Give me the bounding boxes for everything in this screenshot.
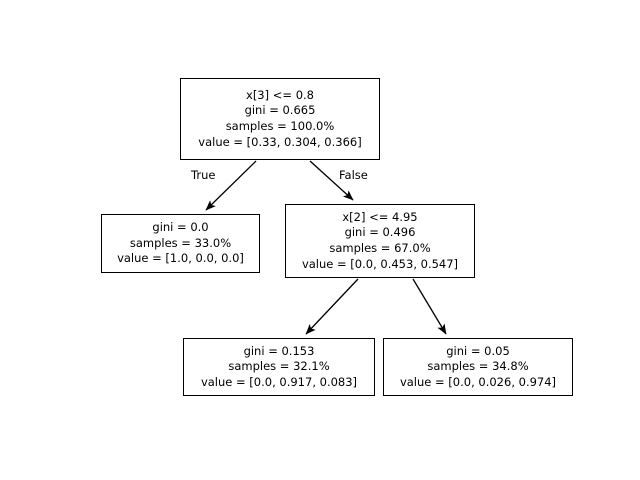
tree-node-root[interactable]: x[3] <= 0.8 gini = 0.665 samples = 100.0…: [180, 78, 380, 160]
edge-right-to-right-right: [412, 278, 447, 335]
edge-root-to-right: [309, 160, 354, 201]
edge-label-true: True: [191, 168, 216, 182]
node-condition: x[2] <= 4.95: [342, 209, 418, 224]
node-value: value = [0.0, 0.453, 0.547]: [301, 256, 459, 271]
node-value: value = [0.33, 0.304, 0.366]: [198, 134, 362, 149]
node-value: value = [1.0, 0.0, 0.0]: [117, 251, 244, 266]
node-value: value = [0.0, 0.917, 0.083]: [200, 374, 358, 389]
edge-right-to-right-left: [305, 278, 359, 335]
node-gini: gini = 0.665: [244, 103, 316, 118]
node-gini: gini = 0.0: [152, 220, 209, 235]
node-samples: samples = 34.8%: [427, 359, 529, 374]
node-gini: gini = 0.153: [243, 343, 315, 358]
edge-root-to-left: [205, 160, 257, 211]
node-samples: samples = 32.1%: [228, 359, 330, 374]
node-condition: x[3] <= 0.8: [246, 87, 314, 102]
node-value: value = [0.0, 0.026, 0.974]: [399, 374, 557, 389]
tree-node-left-leaf[interactable]: gini = 0.0 samples = 33.0% value = [1.0,…: [101, 214, 260, 273]
node-samples: samples = 67.0%: [329, 241, 431, 255]
tree-node-right-split[interactable]: x[2] <= 4.95 gini = 0.496 samples = 67.0…: [285, 204, 475, 278]
tree-node-right-right-leaf[interactable]: gini = 0.05 samples = 34.8% value = [0.0…: [383, 338, 573, 396]
node-samples: samples = 100.0%: [225, 119, 335, 133]
tree-node-right-left-leaf[interactable]: gini = 0.153 samples = 32.1% value = [0.…: [183, 338, 375, 396]
node-samples: samples = 33.0%: [129, 235, 232, 250]
node-gini: gini = 0.496: [344, 225, 416, 240]
node-gini: gini = 0.05: [446, 343, 510, 358]
edge-label-false: False: [339, 168, 368, 182]
